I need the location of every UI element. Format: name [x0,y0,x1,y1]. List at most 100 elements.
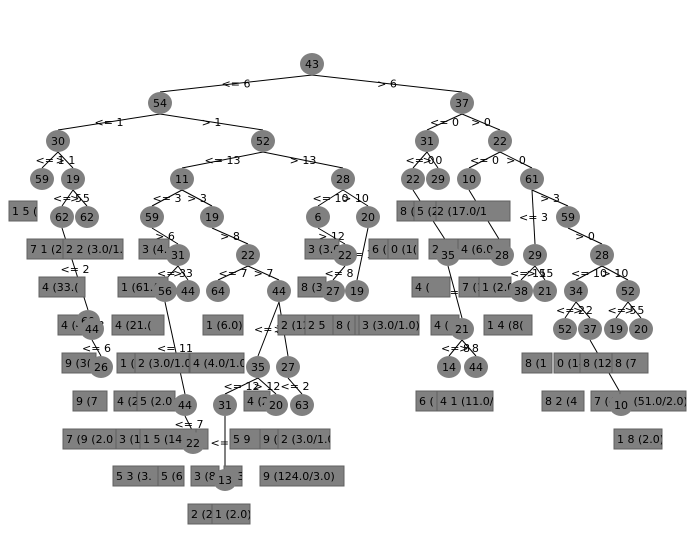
node-label: 31 [420,135,434,148]
decision-node: 34 [564,280,588,302]
leaf-label: 4 (6.0 [461,243,493,256]
leaf-label: 4 1 (11.0/1.0) [440,395,515,408]
node-circle [236,244,260,266]
tree-edge [177,265,189,281]
node-circle [290,394,314,416]
leaf-label: 4 ( [434,319,449,332]
leaf-node: 4 1 (11.0/1.0) [436,390,515,412]
decision-node: 52 [616,280,640,302]
node-label: 26 [94,361,108,374]
edge-label: <= 7 [219,267,248,280]
decision-node: 13 [213,469,237,491]
edge-label: > 10 [602,267,629,280]
leaf-label: 7 (1 [462,281,484,294]
node-label: 10 [462,173,476,186]
node-label: 22 [338,249,352,262]
edge-label: > 2 [573,304,593,317]
node-circle [89,356,113,378]
edge-label: > 1 [202,116,222,129]
leaf-node: 3 (1 [115,428,143,450]
decision-node: 6 [306,206,330,228]
node-circle [415,130,439,152]
edge-label: <= 10 [313,192,349,205]
node-label: 59 [145,211,159,224]
edge-label: > 15 [527,267,554,280]
edge-label: > 12 [254,380,281,393]
tree-edge [317,189,344,207]
node-circle [437,356,461,378]
leaf-label: 0 (1( [391,243,417,256]
leaf-label: 4 (2 [247,395,269,408]
leaf-label: 8 (1 [525,357,547,370]
decision-node: 29 [426,168,450,190]
decision-node: 44 [176,280,200,302]
tree-edge [332,265,346,281]
edge-label: <= 1 [36,154,65,167]
leaf-label: 0 (14 [557,357,586,370]
leaf-label: 4 (21.( [115,319,152,332]
tree-edge [468,151,501,169]
node-circle [306,206,330,228]
edge-label: <= 0 [430,116,459,129]
node-circle [345,280,369,302]
node-circle [609,394,633,416]
tree-edge [356,227,369,281]
tree-edge [575,301,591,319]
node-circle [300,53,324,75]
edge-label: <= 15 [510,267,546,280]
node-label: 59 [35,173,49,186]
node-label: 19 [66,173,80,186]
decision-node: 52 [553,318,577,340]
decision-node: 62 [50,206,74,228]
decision-node: 43 [300,53,324,75]
leaf-label: 8 2 (4 [545,395,577,408]
leaf-label: 4 (33.( [42,281,79,294]
node-label: 43 [305,58,319,71]
decision-node: 54 [148,92,172,114]
node-circle [213,469,237,491]
leaf-box [8,200,38,222]
decision-node: 62 [75,206,99,228]
leaf-node: 5 9 [229,428,267,450]
edge-label: > 0 [471,116,491,129]
leaf-label: 3 (8. [194,470,219,483]
node-label: 6 [315,211,322,224]
leaf-label: 4 ( [415,281,430,294]
leaf-label: 1 4 (8( [487,319,524,332]
decision-node: 11 [170,168,194,190]
leaf-node: 3 (3.0 [304,238,340,260]
tree-edge [72,189,88,207]
tree-edge [426,151,439,169]
node-circle [564,280,588,302]
decision-node: 52 [251,130,275,152]
tree-edge [57,151,74,169]
edge-label: <= 11 [157,342,193,355]
tree-edge [447,265,463,319]
leaf-label: 5 9 [233,433,251,446]
node-label: 37 [455,97,469,110]
tree-edge [181,189,213,207]
node-label: 38 [514,285,528,298]
edge-label: <= 0 [406,154,435,167]
leaf-label: 6 (1 [372,243,394,256]
leaf-node: 1 (2.0) [211,503,251,525]
node-label: 44 [178,399,192,412]
leaf-label: 1 8 (2.0) [617,433,664,446]
decision-node: 59 [140,206,164,228]
decision-node: 44 [464,356,488,378]
node-label: 21 [455,323,469,336]
node-circle [213,394,237,416]
leaf-label: 1 (61.( [121,281,158,294]
leaf-node: 8 ( [332,314,356,336]
decision-node: 19 [345,280,369,302]
decision-node: 37 [450,92,474,114]
node-label: 21 [538,285,552,298]
node-circle [75,206,99,228]
tree-edge [461,113,501,131]
node-label: 20 [634,323,648,336]
leaf-label: 2 (3.0/1.0) [281,433,339,446]
leaf-label: 1 5 (144 [143,433,189,446]
node-circle [50,206,74,228]
tree-edge [247,265,280,281]
